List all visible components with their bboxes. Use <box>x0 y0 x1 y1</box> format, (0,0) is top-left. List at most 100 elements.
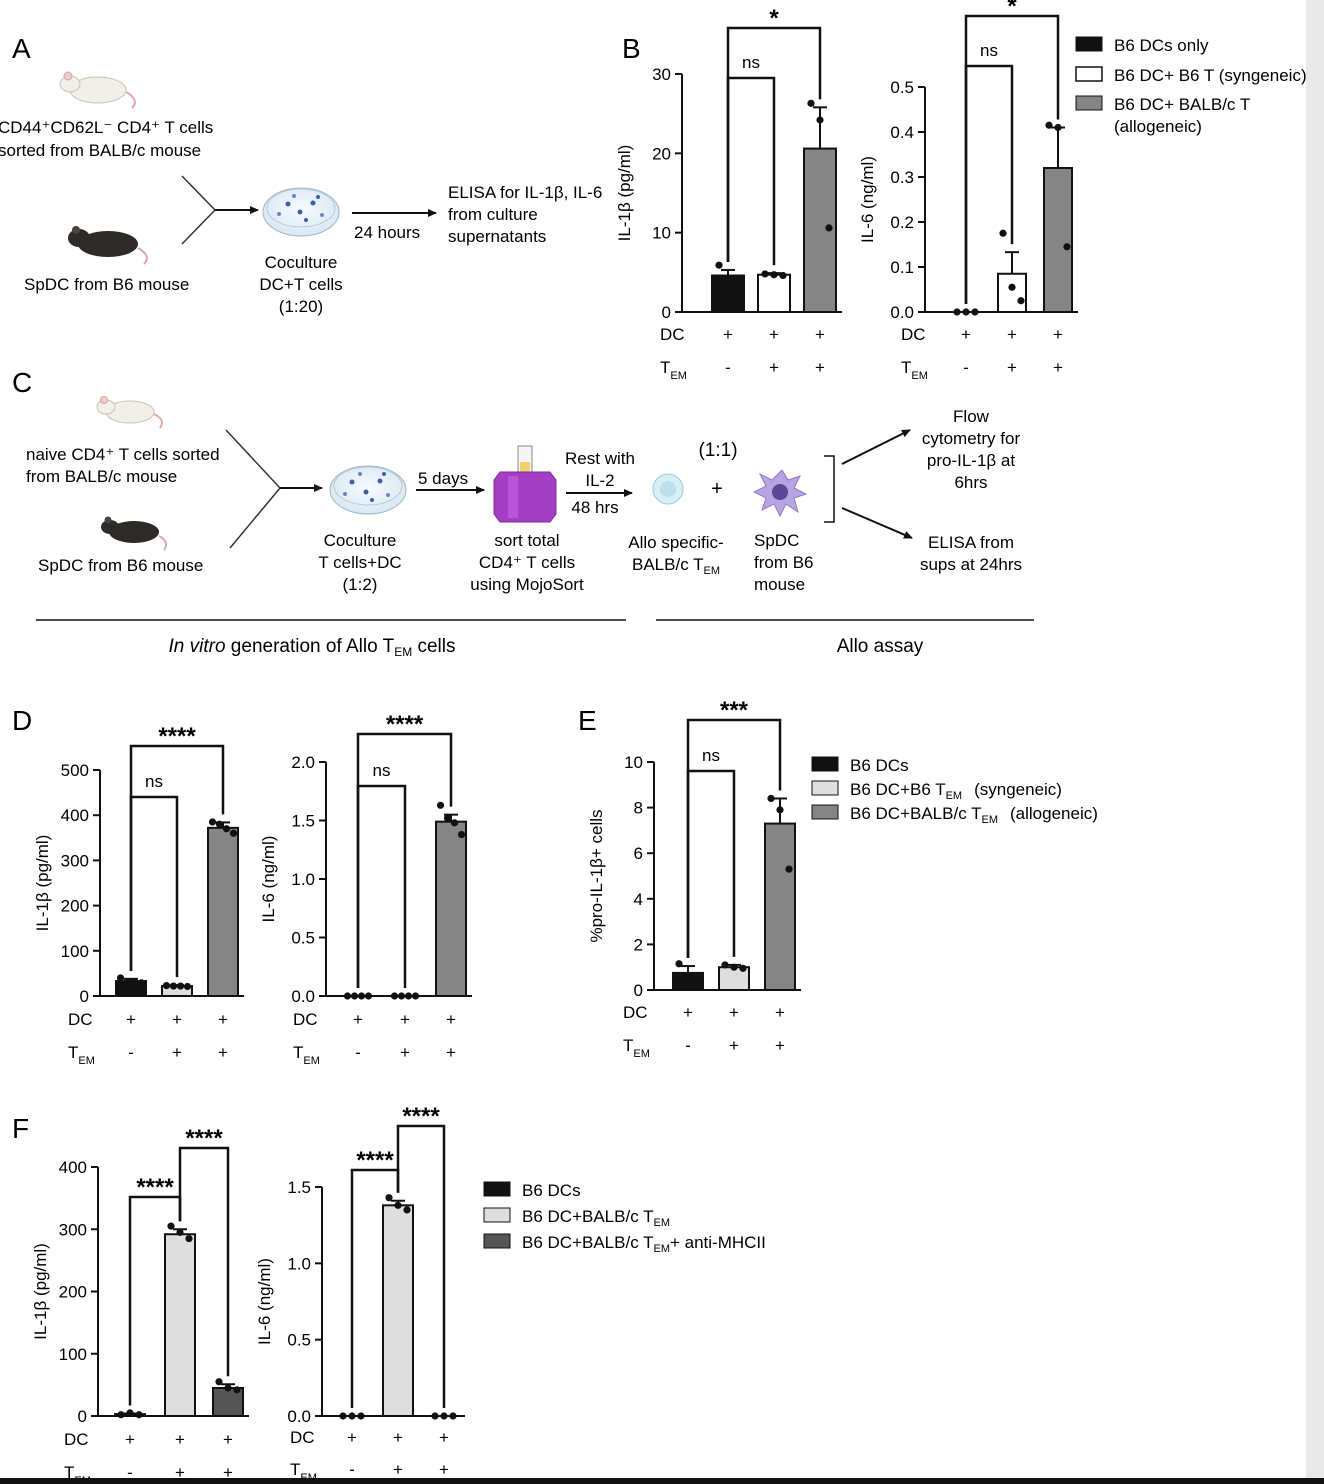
row-sign: - <box>725 358 731 377</box>
a-elisa-line1: ELISA for IL-1β, IL-6 <box>448 183 602 202</box>
legend-b-label-3b: (allogeneic) <box>1114 117 1202 136</box>
panel-letter-e: E <box>578 705 597 736</box>
significance-bracket <box>964 14 1060 304</box>
significance-bracket <box>396 1124 446 1408</box>
y-tick-label: 2.0 <box>291 753 315 772</box>
row-sign: + <box>175 1463 185 1482</box>
data-point <box>816 116 824 124</box>
data-point <box>397 992 406 1000</box>
row-sign: + <box>172 1010 182 1029</box>
legend-f-label-1: B6 DCs <box>522 1181 581 1200</box>
data-point <box>1045 121 1053 129</box>
c-allo-line1: Allo specific- <box>628 533 723 552</box>
y-axis-label: %pro-IL-1β+ cells <box>587 809 606 942</box>
panel-letter-f: F <box>12 1113 29 1144</box>
legend-f: B6 DCs B6 DC+BALB/c TEM B6 DC+BALB/c TEM… <box>483 1181 766 1255</box>
y-tick-label: 0 <box>78 1407 87 1426</box>
y-tick-label: 0.2 <box>890 213 914 232</box>
row-sign: + <box>446 1010 456 1029</box>
data-point <box>348 1412 356 1420</box>
c-rest-line1: Rest with <box>565 449 635 468</box>
row-label-dc: DC <box>68 1010 93 1029</box>
data-point <box>390 992 399 1000</box>
row-sign: + <box>769 358 779 377</box>
significance-label: **** <box>356 1147 394 1174</box>
y-tick-label: 1.5 <box>287 1178 311 1197</box>
y-tick-label: 30 <box>652 65 671 84</box>
black-mouse-icon <box>68 226 148 265</box>
significance-label: **** <box>185 1125 223 1152</box>
data-point <box>785 865 793 873</box>
significance-bracket <box>178 1146 230 1377</box>
y-tick-label: 0 <box>662 303 671 322</box>
data-point <box>224 1384 232 1392</box>
legend-f-swatch-black <box>483 1181 511 1197</box>
data-point <box>999 229 1007 237</box>
legend-e-label-1: B6 DCs <box>850 756 909 775</box>
c-spdc-label: SpDC from B6 mouse <box>38 556 203 575</box>
c-plus-sign: + <box>711 478 723 500</box>
y-tick-label: 0 <box>80 987 89 1006</box>
data-point <box>770 271 778 279</box>
c-flow-line1: Flow <box>953 407 990 426</box>
panel-a-schematic: CD44⁺CD62L⁻ CD4⁺ T cells sorted from BAL… <box>0 71 602 316</box>
white-mouse-icon <box>59 71 136 109</box>
y-tick-label: 0.0 <box>890 303 914 322</box>
row-label-tem: TEM <box>901 358 928 382</box>
data-point <box>185 1234 193 1243</box>
white-mouse-icon <box>96 396 163 429</box>
y-tick-label: 1.0 <box>287 1254 311 1273</box>
significance-bracket <box>129 795 179 978</box>
legend-b-swatch-gray <box>1075 95 1103 111</box>
row-sign: + <box>125 1430 135 1449</box>
row-sign: - <box>963 358 969 377</box>
data-point <box>457 830 466 839</box>
significance-label: ns <box>980 41 998 60</box>
data-point <box>449 1412 457 1420</box>
data-point <box>684 972 692 980</box>
data-point <box>776 806 784 814</box>
data-point <box>1017 297 1025 305</box>
legend-e-label-3: B6 DC+BALB/c TEM(allogeneic) <box>850 804 1098 826</box>
y-tick-label: 100 <box>61 942 89 961</box>
data-point <box>450 819 459 827</box>
data-point <box>126 1409 134 1417</box>
c-coculture-line3: (1:2) <box>343 575 378 594</box>
data-point <box>440 1412 448 1420</box>
bar <box>1043 167 1073 313</box>
data-point <box>411 992 420 1000</box>
y-tick-label: 0.4 <box>890 123 914 142</box>
significance-bracket <box>686 769 736 959</box>
significance-label: ns <box>373 761 391 780</box>
y-tick-label: 10 <box>624 753 643 772</box>
data-point <box>233 1386 241 1394</box>
c-elisa-line2: sups at 24hrs <box>920 555 1022 574</box>
significance-label: **** <box>136 1174 174 1201</box>
bar <box>764 822 796 991</box>
y-axis-label: IL-6 (ng/ml) <box>255 1258 274 1345</box>
row-sign: - <box>128 1043 134 1062</box>
y-tick-label: 0.1 <box>890 258 914 277</box>
row-sign: - <box>349 1460 355 1479</box>
c-sort-line3: using MojoSort <box>470 575 584 594</box>
row-label-dc: DC <box>901 325 926 344</box>
c-naive-line1: naive CD4⁺ T cells sorted <box>26 445 220 464</box>
y-tick-label: 0.5 <box>287 1331 311 1350</box>
y-tick-label: 8 <box>634 799 643 818</box>
y-axis-label: IL-6 (ng/ml) <box>858 156 877 243</box>
row-sign: + <box>393 1460 403 1479</box>
data-point <box>208 818 217 826</box>
y-tick-label: 200 <box>59 1283 87 1302</box>
y-tick-label: 0.0 <box>291 987 315 1006</box>
a-merge-lines <box>181 175 217 245</box>
y-axis-label: IL-1β (pg/ml) <box>33 835 52 932</box>
c-flow-line4: 6hrs <box>954 473 987 492</box>
legend-e-swatch-black <box>811 756 839 772</box>
significance-label: * <box>769 5 779 32</box>
row-label-dc: DC <box>293 1010 318 1029</box>
a-coculture-line2: DC+T cells <box>259 275 342 294</box>
significance-bracket <box>356 784 407 988</box>
